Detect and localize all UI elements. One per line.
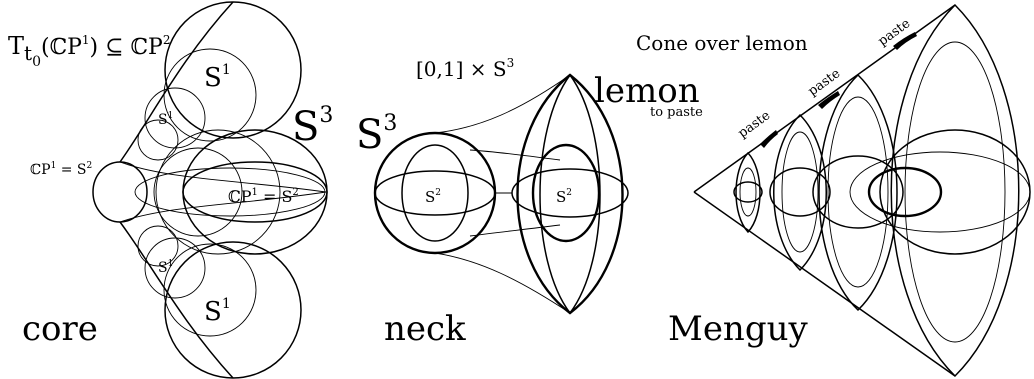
core-figure: Tt0(ℂP1) ⊆ ℂP2 S1 S1 ℂP1 = S2 ℂP1 = S2 S… [8,1,333,379]
left-cp1-label: ℂP1 = S2 [30,161,92,178]
interval-label: [0,1] × S3 [416,56,514,81]
neck-right-s2: S2 [556,188,572,206]
left-sphere [92,161,148,223]
neck-connector [434,74,571,134]
nested-circle [153,147,243,237]
paste-label-1: paste [736,108,774,141]
lemon-label: lemon [594,71,700,111]
cone-lemon-1-meridian [739,167,757,217]
neck-left-s2: S2 [425,188,441,206]
small-bottom-sphere-label: S1 [158,259,173,276]
cone-lemon-4-inner [849,151,1031,233]
horizontal-loop [134,167,326,217]
bottom-thin-circle [163,243,257,337]
paste-mark [893,32,917,50]
center-cp1-label: ℂP1 = S2 [228,187,299,206]
central-equator [182,161,328,223]
to-paste-label: to paste [650,105,703,120]
neck-connector [469,224,561,237]
bottom-envelope [119,221,234,379]
cone-lemon-3 [818,73,898,312]
neck-connector [434,252,571,314]
lemon-sphere [531,143,601,243]
cone-inner-sphere [867,166,943,218]
top-tiny-circle [137,119,179,161]
cone-lemon-1-equator [733,181,763,203]
neck-connector [469,149,561,161]
top-envelope [119,1,234,163]
bottom-sphere-label: S1 [204,296,231,327]
lemon-inner [539,73,601,315]
paste-mark [760,130,778,148]
cone-lemon-2 [773,113,827,272]
neck-figure: [0,1] × S3 S3 S2 S2 lemon to paste neck [356,56,703,349]
cone-lemon-3-meridian [827,96,889,288]
top-sphere-label: S1 [204,62,231,93]
inner-curve [119,161,327,193]
small-top-sphere-label: S1 [158,111,173,128]
cone-lemon-2-meridian [781,131,819,253]
menguy-figure: Cone over lemon paste paste paste Menguy [636,3,1031,378]
bottom-small-circle [144,237,206,299]
neck-caption: neck [384,309,466,349]
cone-lemon-2-equator [769,167,831,217]
top-small-circle [144,87,206,149]
tangent-label: Tt0(ℂP1) ⊆ ℂP2 [8,32,171,70]
core-s3-label: S3 [292,103,333,150]
paste-mark [818,91,840,109]
nested-circle [155,129,281,255]
menguy-caption: Menguy [668,309,808,349]
paste-label-3: paste [876,16,914,49]
bottom-tiny-circle [137,225,179,267]
cone-bottom-edge [693,191,956,377]
cone-lemon-1 [735,151,761,234]
top-sphere-circle [164,1,302,139]
cone-lemon-3-equator [812,155,904,229]
core-caption: core [22,309,98,349]
inner-curve [119,191,327,223]
cone-title: Cone over lemon [636,31,808,55]
bottom-sphere-circle [164,241,302,379]
cone-lemon-4-meridian [904,41,1006,343]
lemon-equator [511,168,629,218]
neck-left-meridian [401,144,469,242]
cone-lemon-4 [890,3,1020,378]
neck-s3-label: S3 [356,111,397,158]
